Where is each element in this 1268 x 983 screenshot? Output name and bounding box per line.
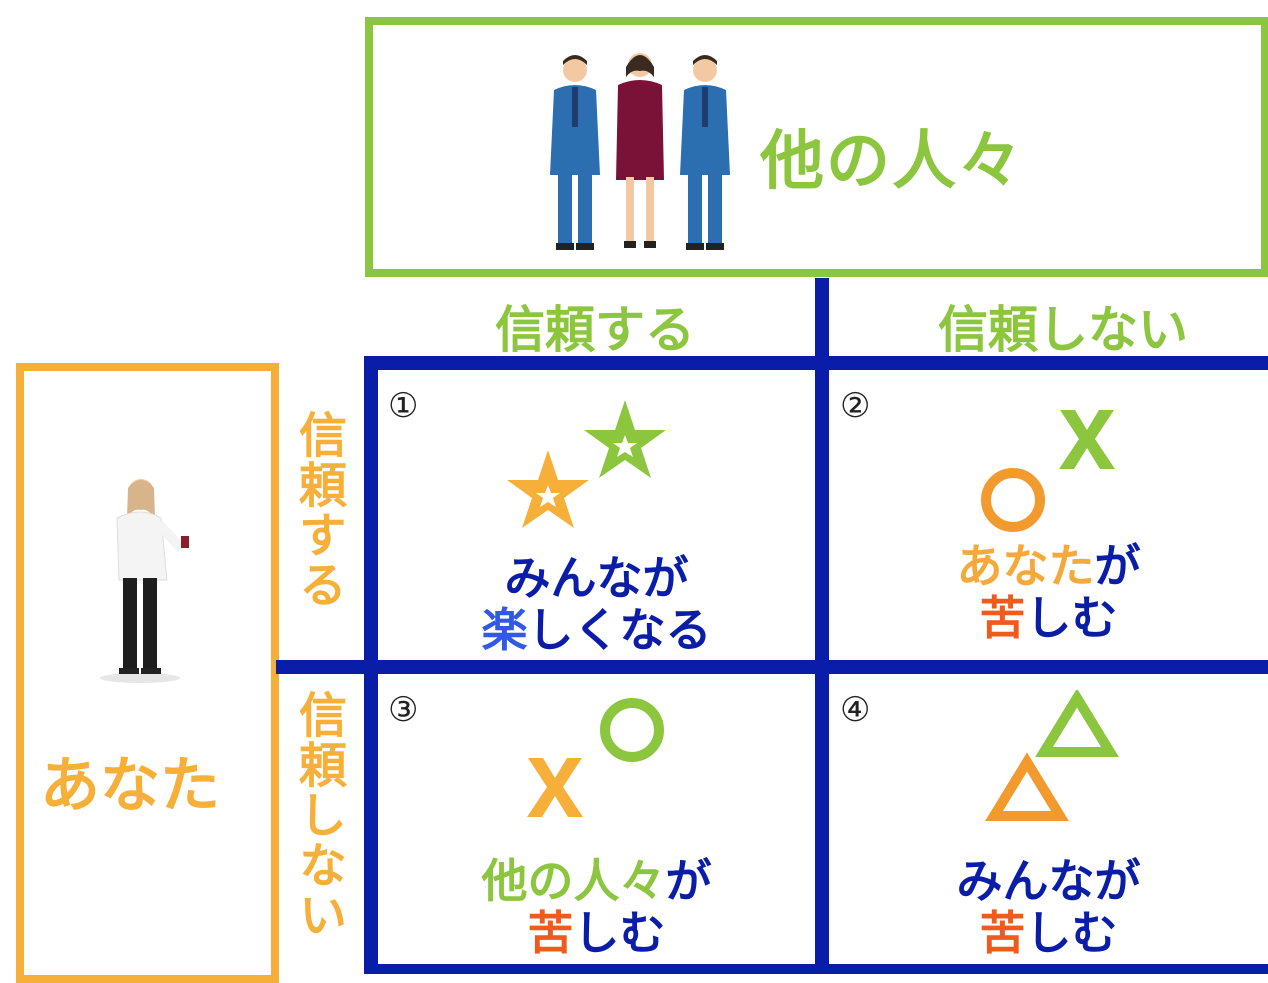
triangles-icon xyxy=(985,690,1119,821)
cell-4-number: ④ xyxy=(840,690,871,730)
column-header-trust: 信頼する xyxy=(495,301,695,359)
cell-4-line-2a: 苦 xyxy=(979,906,1026,960)
cell-4-text: みんなが 苦しむ xyxy=(829,855,1268,959)
others-label: 他の人々 xyxy=(760,125,1024,199)
grid-horizontal-middle xyxy=(276,660,1268,674)
cell-3-line-1a: 他の人々 xyxy=(481,854,666,908)
grid-vertical-center xyxy=(815,278,829,974)
row-header-trust: 信頼する xyxy=(290,410,346,610)
cell-4-line-1: みんなが xyxy=(956,854,1141,908)
cell-2-line-2a: 苦 xyxy=(979,591,1026,645)
cell-1-text: みんなが 楽しくなる xyxy=(378,552,815,656)
cell-2-line-2b: しむ xyxy=(1025,591,1118,645)
cell-1-line-2b: しくなる xyxy=(527,603,712,657)
grid-horizontal-bottom xyxy=(364,964,1268,974)
row-header-distrust: 信頼しない xyxy=(290,690,346,940)
cell-3-line-2b: しむ xyxy=(573,906,666,960)
cell-3-text: 他の人々が 苦しむ xyxy=(378,855,815,959)
cell-3-line-1b: が xyxy=(665,854,712,908)
circle-cross-icon xyxy=(981,410,1115,532)
cell-2-line-1a: あなた xyxy=(956,539,1095,593)
grid-horizontal-top xyxy=(364,356,1268,370)
cell-2-line-1b: が xyxy=(1094,539,1141,593)
cross-circle-icon xyxy=(527,698,664,817)
stars-icon xyxy=(507,400,666,528)
cell-1-line-1: みんなが xyxy=(504,551,689,605)
others-box xyxy=(365,17,1268,277)
business-people-icon xyxy=(550,53,730,250)
cell-1-number: ① xyxy=(388,386,419,426)
cell-4-line-2b: しむ xyxy=(1025,906,1118,960)
cell-2-text: あなたが 苦しむ xyxy=(829,540,1268,644)
cell-3-line-2a: 苦 xyxy=(527,906,574,960)
cell-2-number: ② xyxy=(840,386,871,426)
cell-3-number: ③ xyxy=(388,690,419,730)
you-box xyxy=(16,363,279,983)
column-header-distrust: 信頼しない xyxy=(938,301,1188,359)
woman-person-icon xyxy=(100,479,190,683)
cell-1-line-2a: 楽 xyxy=(481,603,528,657)
you-label: あなた xyxy=(40,751,220,821)
